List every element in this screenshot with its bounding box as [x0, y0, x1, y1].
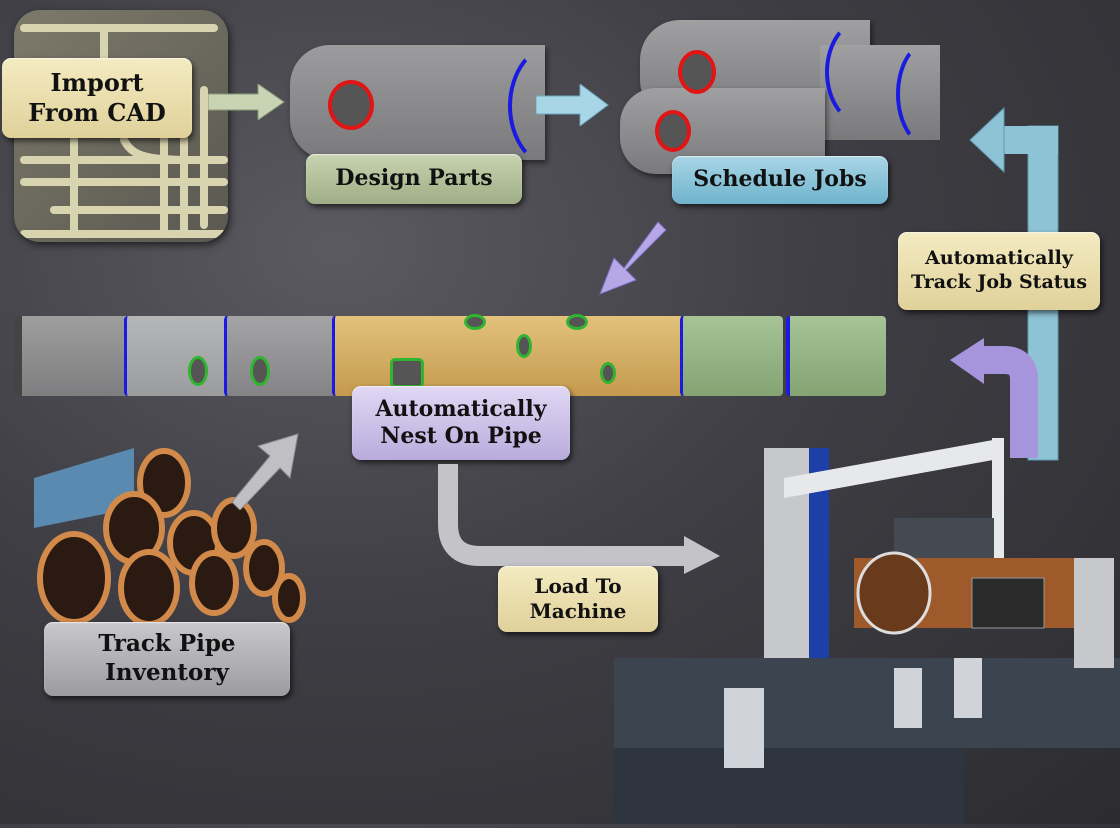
pipe-segment-tan: [332, 316, 683, 396]
pipe-segment-gray: [14, 316, 132, 396]
arrow-up-right-gray-icon: [231, 433, 299, 510]
green-hole-icon: [464, 314, 486, 330]
green-hole-icon: [600, 362, 616, 384]
schedule-jobs-text: Schedule Jobs: [693, 166, 867, 193]
pipe-segment-gray: [224, 316, 335, 396]
blue-cut-edge: [896, 40, 964, 148]
import-from-cad-label: Import From CAD: [2, 58, 192, 138]
track-pipe-inventory-label: Track Pipe Inventory: [44, 622, 290, 696]
red-hole-icon: [678, 50, 716, 94]
arrow-curve-lavender-icon: [950, 338, 1038, 458]
scheduled-pipe-right: [820, 45, 940, 140]
arrow-right-green-icon: [208, 84, 285, 120]
green-hole-icon: [188, 356, 208, 386]
pipe-segment-green: [786, 316, 886, 396]
import-from-cad-text: Import From CAD: [28, 68, 166, 127]
red-hole-icon: [328, 80, 374, 130]
arrow-right-blue-icon: [536, 84, 609, 126]
load-to-machine-label: Load To Machine: [498, 566, 658, 632]
load-to-machine-text: Load To Machine: [529, 574, 627, 623]
track-job-status-text: Automatically Track Job Status: [910, 247, 1088, 293]
design-parts-label: Design Parts: [306, 154, 522, 204]
schedule-jobs-label: Schedule Jobs: [672, 156, 888, 204]
pipe-segment-green: [680, 316, 783, 396]
track-job-status-label: Automatically Track Job Status: [898, 232, 1100, 310]
arrow-down-left-lavender-icon: [599, 221, 667, 295]
nest-on-pipe-text: Automatically Nest On Pipe: [375, 395, 547, 450]
red-hole-icon: [655, 110, 691, 152]
track-pipe-inventory-text: Track Pipe Inventory: [98, 630, 236, 686]
nest-on-pipe-label: Automatically Nest On Pipe: [352, 386, 570, 460]
cutting-machine-image: [614, 428, 1120, 824]
green-hole-icon: [566, 314, 588, 330]
green-hole-icon: [516, 334, 532, 358]
pipe-segment-gray: [124, 316, 227, 396]
design-parts-text: Design Parts: [335, 165, 493, 192]
blue-cut-edge: [825, 18, 903, 126]
green-hole-icon: [250, 356, 270, 386]
machine-drawing: [614, 438, 1120, 824]
green-square-hole-icon: [390, 358, 424, 388]
arrow-curve-gray-icon: [438, 464, 720, 574]
